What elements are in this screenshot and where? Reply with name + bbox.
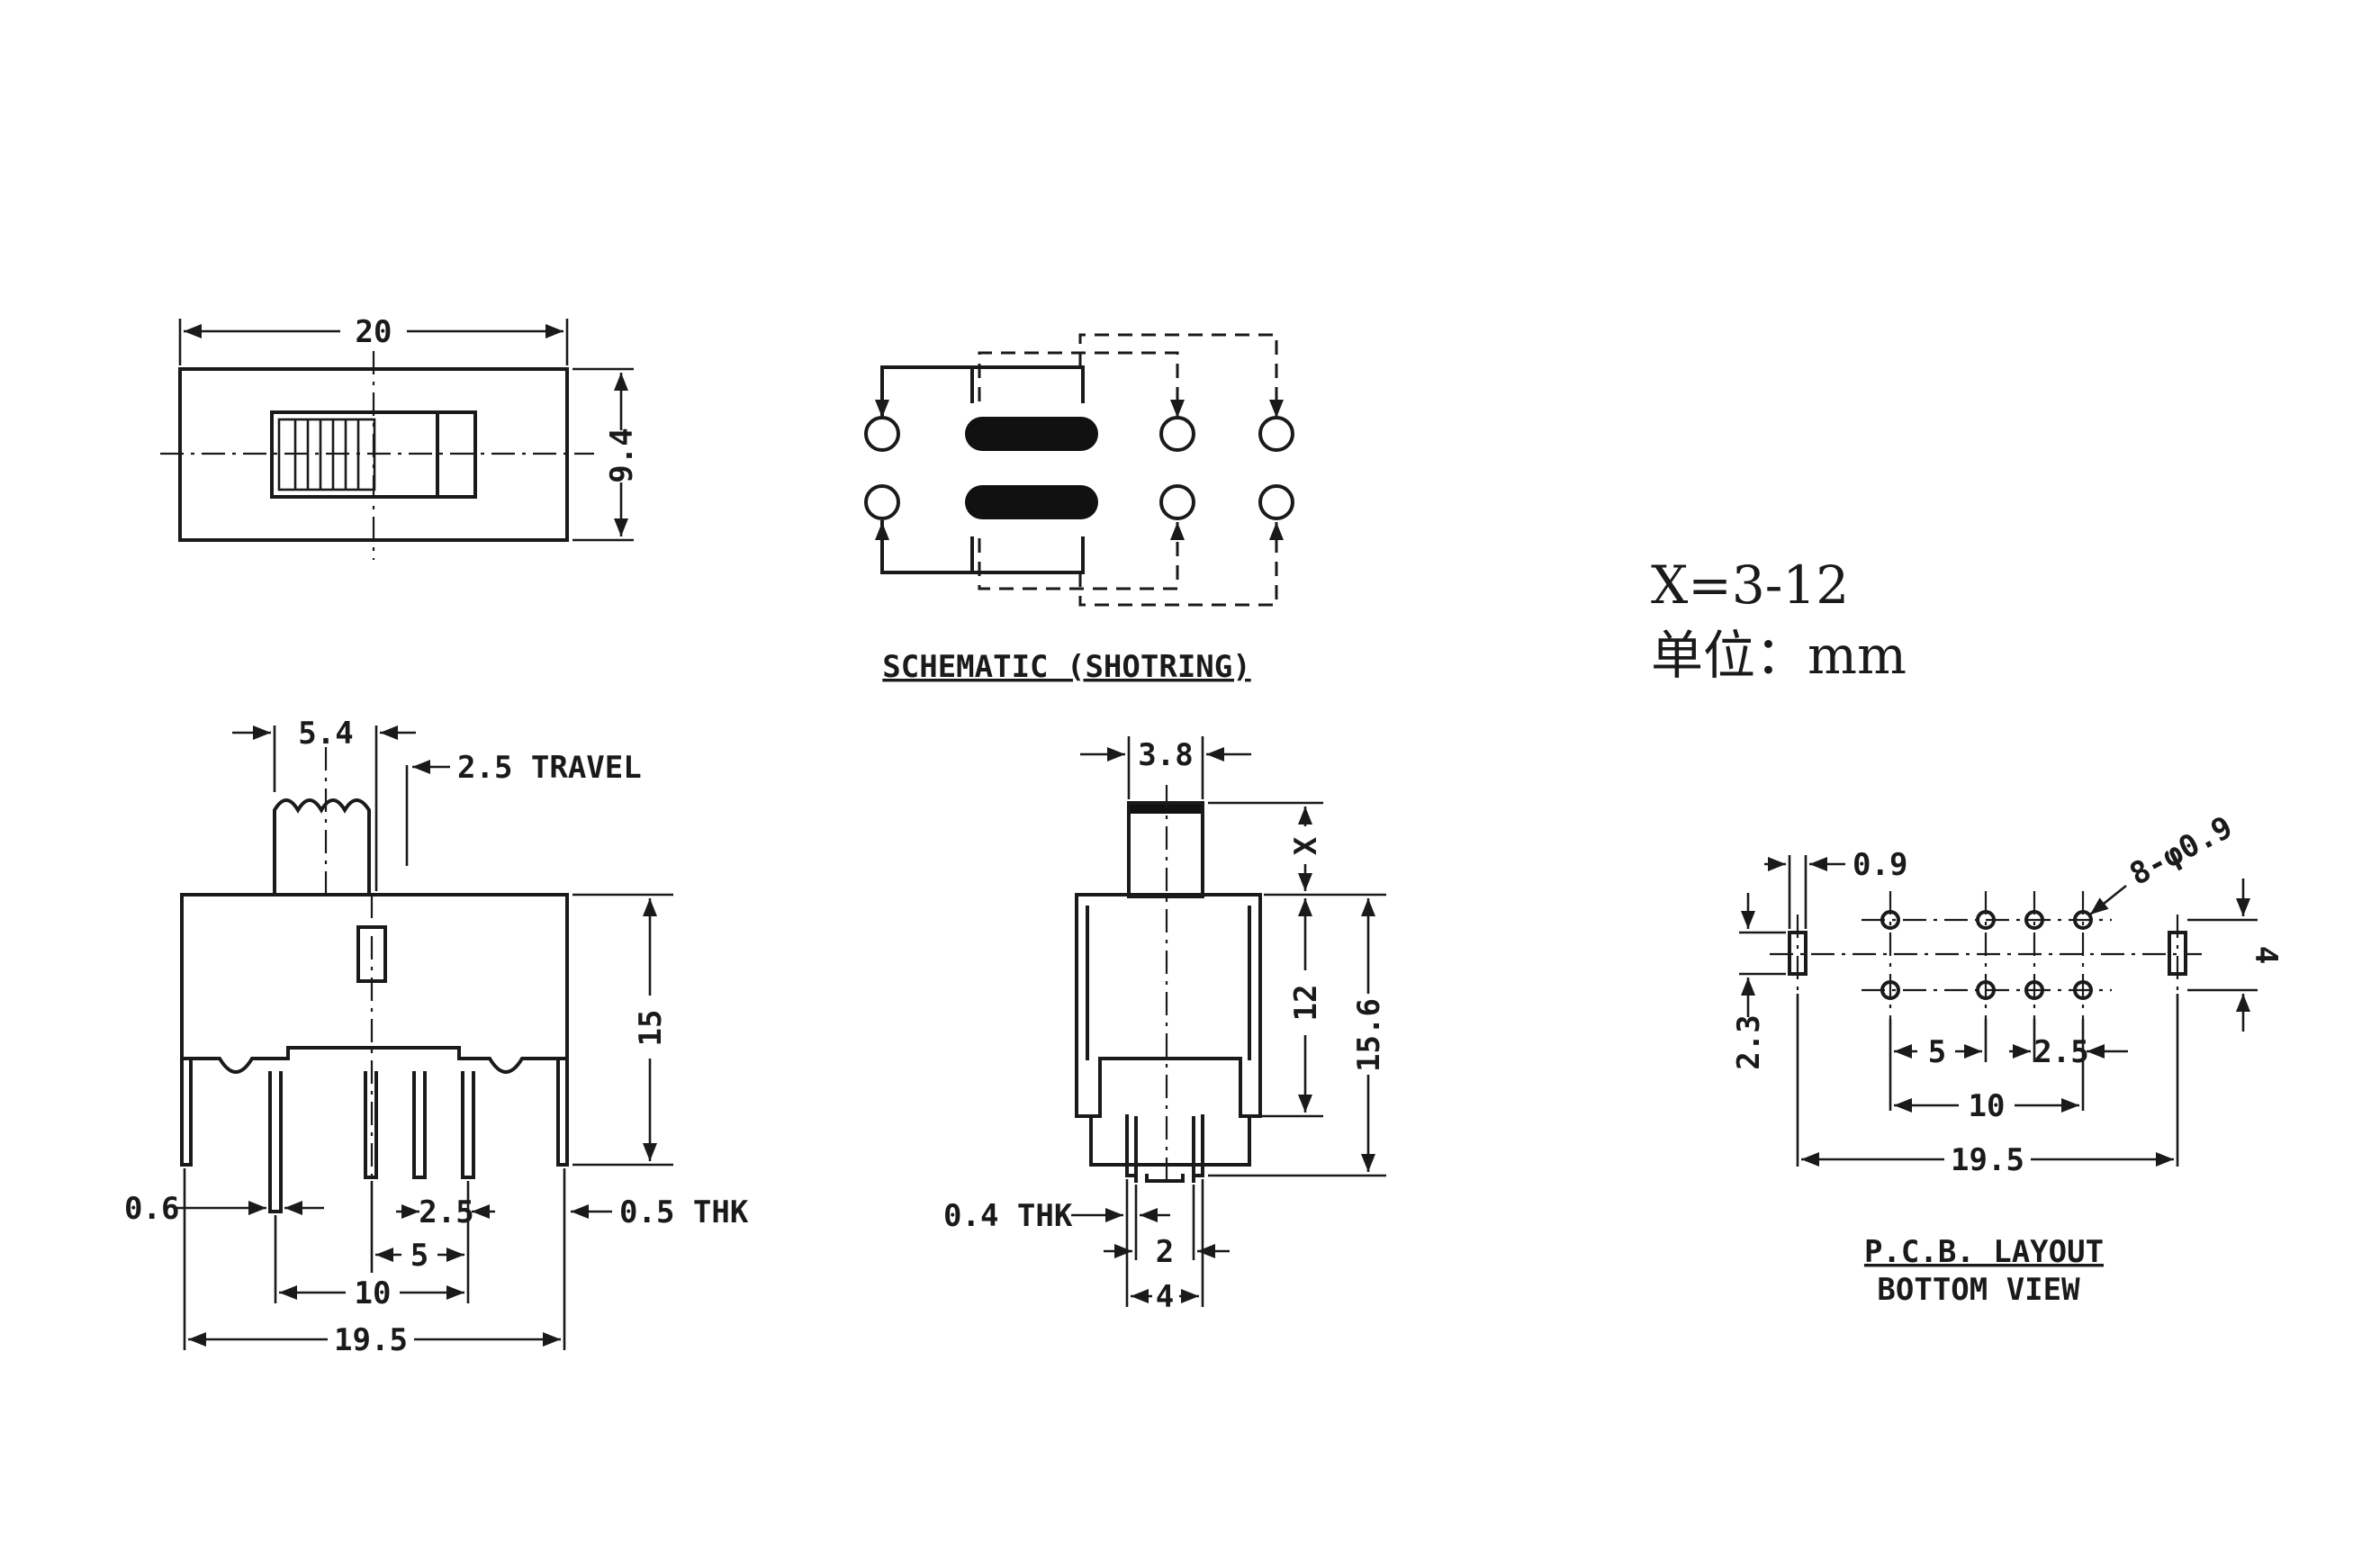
pcb-span-outer-label: 19.5 [1951,1142,2024,1178]
pin-thickness-label: 0.4 THK [943,1198,1073,1234]
pcb-layout: 0.9 8-φ0.9 4 2.3 5 2.5 10 [1731,809,2284,1308]
slot-width-label: 0.9 [1853,847,1907,883]
pin-gap-label: 2 [1156,1234,1174,1270]
pitch-label: 5 [410,1238,428,1274]
pcb-subtitle: BOTTOM VIEW [1877,1272,2080,1308]
slot-length-label: 2.3 [1731,1014,1767,1069]
pcb-pitch-label: 5 [1928,1034,1946,1070]
span-inner-label: 10 [355,1275,392,1311]
pin-span-label: 4 [1156,1279,1174,1315]
schematic-title: SCHEMATIC (SHOTRING) [882,649,1250,685]
hole-count-label: 8-φ0.9 [2123,809,2238,893]
pitch-small-label: 2.5 [419,1194,473,1230]
pcb-pitch-small-label: 2.5 [2033,1034,2088,1070]
pcb-title: P.C.B. LAYOUT [1864,1234,2104,1270]
total-height-label: 15.6 [1351,998,1387,1072]
notes: X=3-12 单位：mm [1651,554,1907,686]
end-view: 3.8 X 12 15.6 0.4 THK 2 4 [943,736,1387,1315]
actuator-height-label: X [1288,836,1324,855]
shorting-bar [965,417,1098,451]
side-height-label: 15 [633,1010,669,1047]
pin-width-label: 0.6 [124,1191,179,1227]
shorting-bar [965,485,1098,519]
span-outer-label: 19.5 [334,1322,408,1358]
body-height-label: 12 [1288,985,1324,1022]
pin-thickness-label: 0.5 THK [619,1194,749,1230]
actuator-width-label: 5.4 [298,716,353,752]
top-height-label: 9.4 [604,428,640,482]
top-view: 20 9.4 [160,314,640,560]
top-width-label: 20 [356,314,392,350]
x-range-label: X=3-12 [1651,554,1849,616]
schematic: SCHEMATIC (SHOTRING) [864,333,1294,685]
travel-label: 2.5 TRAVEL [457,750,642,786]
row-spacing-label: 4 [2248,946,2284,964]
side-view: 5.4 2.5 TRAVEL 15 0.6 2.5 0.5 THK 5 [124,716,749,1358]
top-width-label: 3.8 [1138,737,1193,773]
pcb-span-inner-label: 10 [1969,1088,2006,1124]
unit-label: 单位：mm [1651,625,1907,686]
